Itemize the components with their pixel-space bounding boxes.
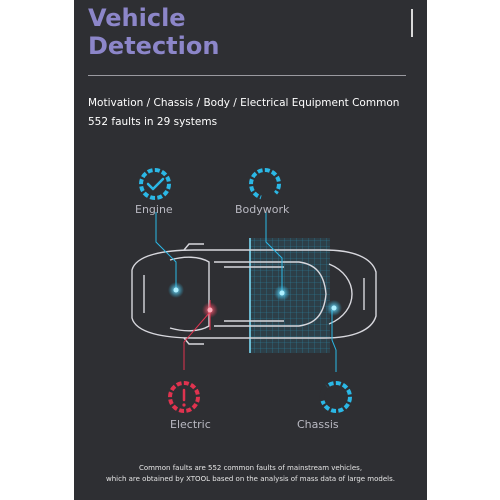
vehicle-diagram: Engine Bodywork Electric Chassis: [74, 150, 427, 450]
footer-note: Common faults are 552 common faults of m…: [74, 463, 427, 485]
description-line-1: Motivation / Chassis / Body / Electrical…: [88, 97, 400, 109]
title-line-2: Detection: [88, 32, 220, 60]
bodywork-label: Bodywork: [235, 203, 290, 216]
scan-grid: [250, 238, 330, 353]
header-divider: [88, 75, 406, 76]
description: Motivation / Chassis / Body / Electrical…: [88, 94, 418, 132]
footer-line-1: Common faults are 552 common faults of m…: [138, 464, 363, 472]
chassis-ring-icon: [319, 380, 353, 414]
title-line-1: Vehicle: [88, 4, 186, 32]
bodywork-ring-icon: [248, 167, 282, 201]
leader-lines: [155, 212, 337, 372]
warning-icon: [168, 381, 200, 413]
car-outline: [131, 243, 377, 345]
electric-leader: [183, 311, 211, 370]
chassis-label: Chassis: [297, 418, 339, 431]
title-accent-bar: [411, 9, 413, 37]
engine-label: Engine: [135, 203, 173, 216]
page-title: Vehicle Detection: [88, 4, 219, 60]
footer-line-2: which are obtained by XTOOL based on the…: [106, 475, 395, 483]
description-line-2: 552 faults in 29 systems: [88, 116, 218, 128]
electric-label: Electric: [170, 418, 211, 431]
scan-overlay: [250, 238, 330, 353]
vehicle-illustration: [131, 167, 377, 414]
check-icon: [139, 168, 171, 200]
vehicle-detection-panel: Vehicle Detection Motivation / Chassis /…: [74, 0, 427, 500]
